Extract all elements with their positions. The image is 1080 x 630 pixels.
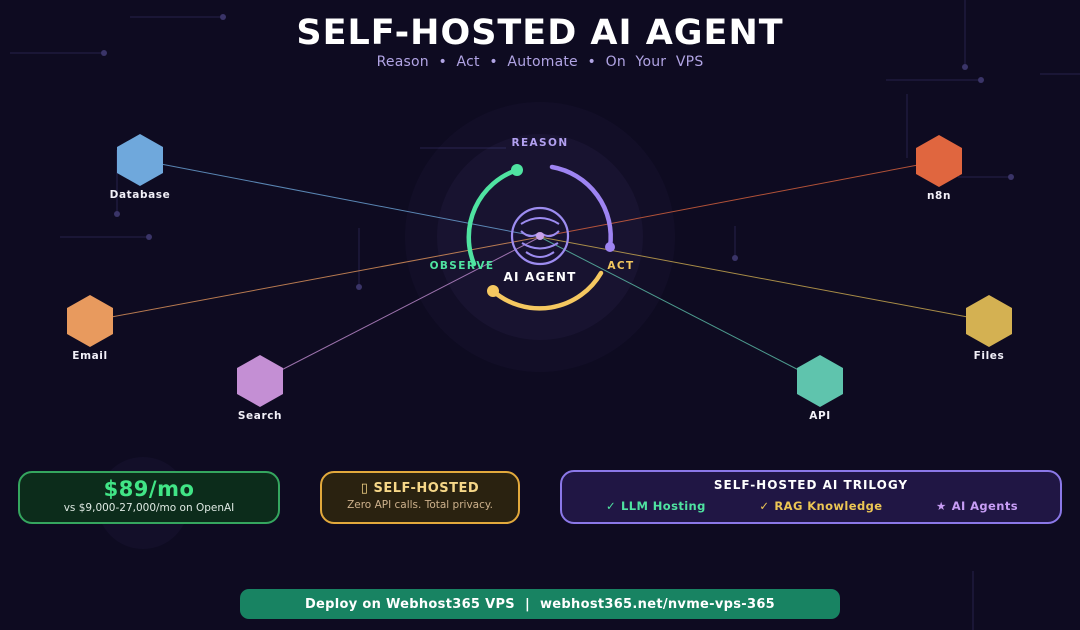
brain-icon xyxy=(520,217,560,258)
dot-act xyxy=(487,285,499,297)
trilogy-item-label: AI Agents xyxy=(951,499,1018,513)
check-icon: ✓ xyxy=(606,499,617,513)
trilogy-card: SELF-HOSTED AI TRILOGY ✓ LLM Hosting ✓ RAG… xyxy=(560,470,1062,524)
price-amount: $89/mo xyxy=(103,477,195,501)
price-note: vs $9,000-27,000/mo on OpenAI xyxy=(63,502,235,514)
missing-glyph-lock-icon: ▯ xyxy=(360,481,369,496)
link-n8n xyxy=(539,160,940,238)
node-label-files: Files xyxy=(974,350,1005,362)
node-label-email: Email xyxy=(72,350,107,362)
link-files xyxy=(539,236,990,322)
node-api xyxy=(797,355,843,407)
arc-observe xyxy=(466,167,520,267)
deploy-banner[interactable]: Deploy on Webhost365 VPS | webhost365.ne… xyxy=(240,589,840,619)
hex-nodes: Database n8n Email Search API Files xyxy=(67,134,1012,422)
connection-lines xyxy=(89,159,990,382)
trilogy-item-label: LLM Hosting xyxy=(621,499,706,513)
star-icon: ★ xyxy=(936,499,947,513)
node-email xyxy=(67,295,113,347)
price-card: $89/mo vs $9,000-27,000/mo on OpenAI xyxy=(18,471,280,524)
node-files xyxy=(966,295,1012,347)
deploy-url: webhost365.net/nvme-vps-365 xyxy=(540,596,776,612)
node-search xyxy=(237,355,283,407)
check-icon: ✓ xyxy=(759,499,770,513)
link-api xyxy=(539,236,821,382)
trilogy-title: SELF-HOSTED AI TRILOGY xyxy=(713,478,909,492)
link-database xyxy=(139,159,541,238)
label-act: ACT xyxy=(607,260,635,272)
node-n8n xyxy=(916,135,962,187)
self-hosted-note: Zero API calls. Total privacy. xyxy=(347,499,493,511)
trilogy-item-label: RAG Knowledge xyxy=(774,499,883,513)
node-label-n8n: n8n xyxy=(927,190,951,202)
deploy-label: Deploy on Webhost365 VPS xyxy=(304,596,515,612)
node-label-api: API xyxy=(809,410,831,422)
center-dot xyxy=(536,232,544,240)
trilogy-items: ✓ LLM Hosting ✓ RAG Knowledge ★ AI Agents xyxy=(562,492,1060,513)
deploy-separator: | xyxy=(524,596,530,612)
dot-reason xyxy=(605,242,615,252)
arc-act xyxy=(490,270,604,311)
label-ai-agent: AI AGENT xyxy=(503,270,577,284)
page-title: SELF-HOSTED AI AGENT xyxy=(296,13,784,53)
self-hosted-title-row: ▯ SELF-HOSTED xyxy=(322,481,518,496)
link-email xyxy=(89,236,541,322)
trilogy-item-ai-agents: ★ AI Agents xyxy=(936,499,1018,513)
trilogy-item-llm-hosting: ✓ LLM Hosting xyxy=(606,499,706,513)
trilogy-item-rag-knowledge: ✓ RAG Knowledge xyxy=(759,499,882,513)
label-observe: OBSERVE xyxy=(429,260,495,272)
page-subtitle: Reason • Act • Automate • On Your VPS xyxy=(376,54,704,70)
self-hosted-title: SELF-HOSTED xyxy=(373,481,480,496)
self-hosted-card: ▯ SELF-HOSTED Zero API calls. Total priv… xyxy=(320,471,520,524)
agent-core-circle xyxy=(510,206,570,266)
label-reason: REASON xyxy=(511,137,569,149)
arc-reason xyxy=(549,164,613,250)
node-label-database: Database xyxy=(110,189,171,201)
link-search xyxy=(259,236,541,382)
agent-core xyxy=(510,206,570,266)
node-database xyxy=(117,134,163,186)
dot-observe xyxy=(511,164,523,176)
node-label-search: Search xyxy=(238,410,282,422)
